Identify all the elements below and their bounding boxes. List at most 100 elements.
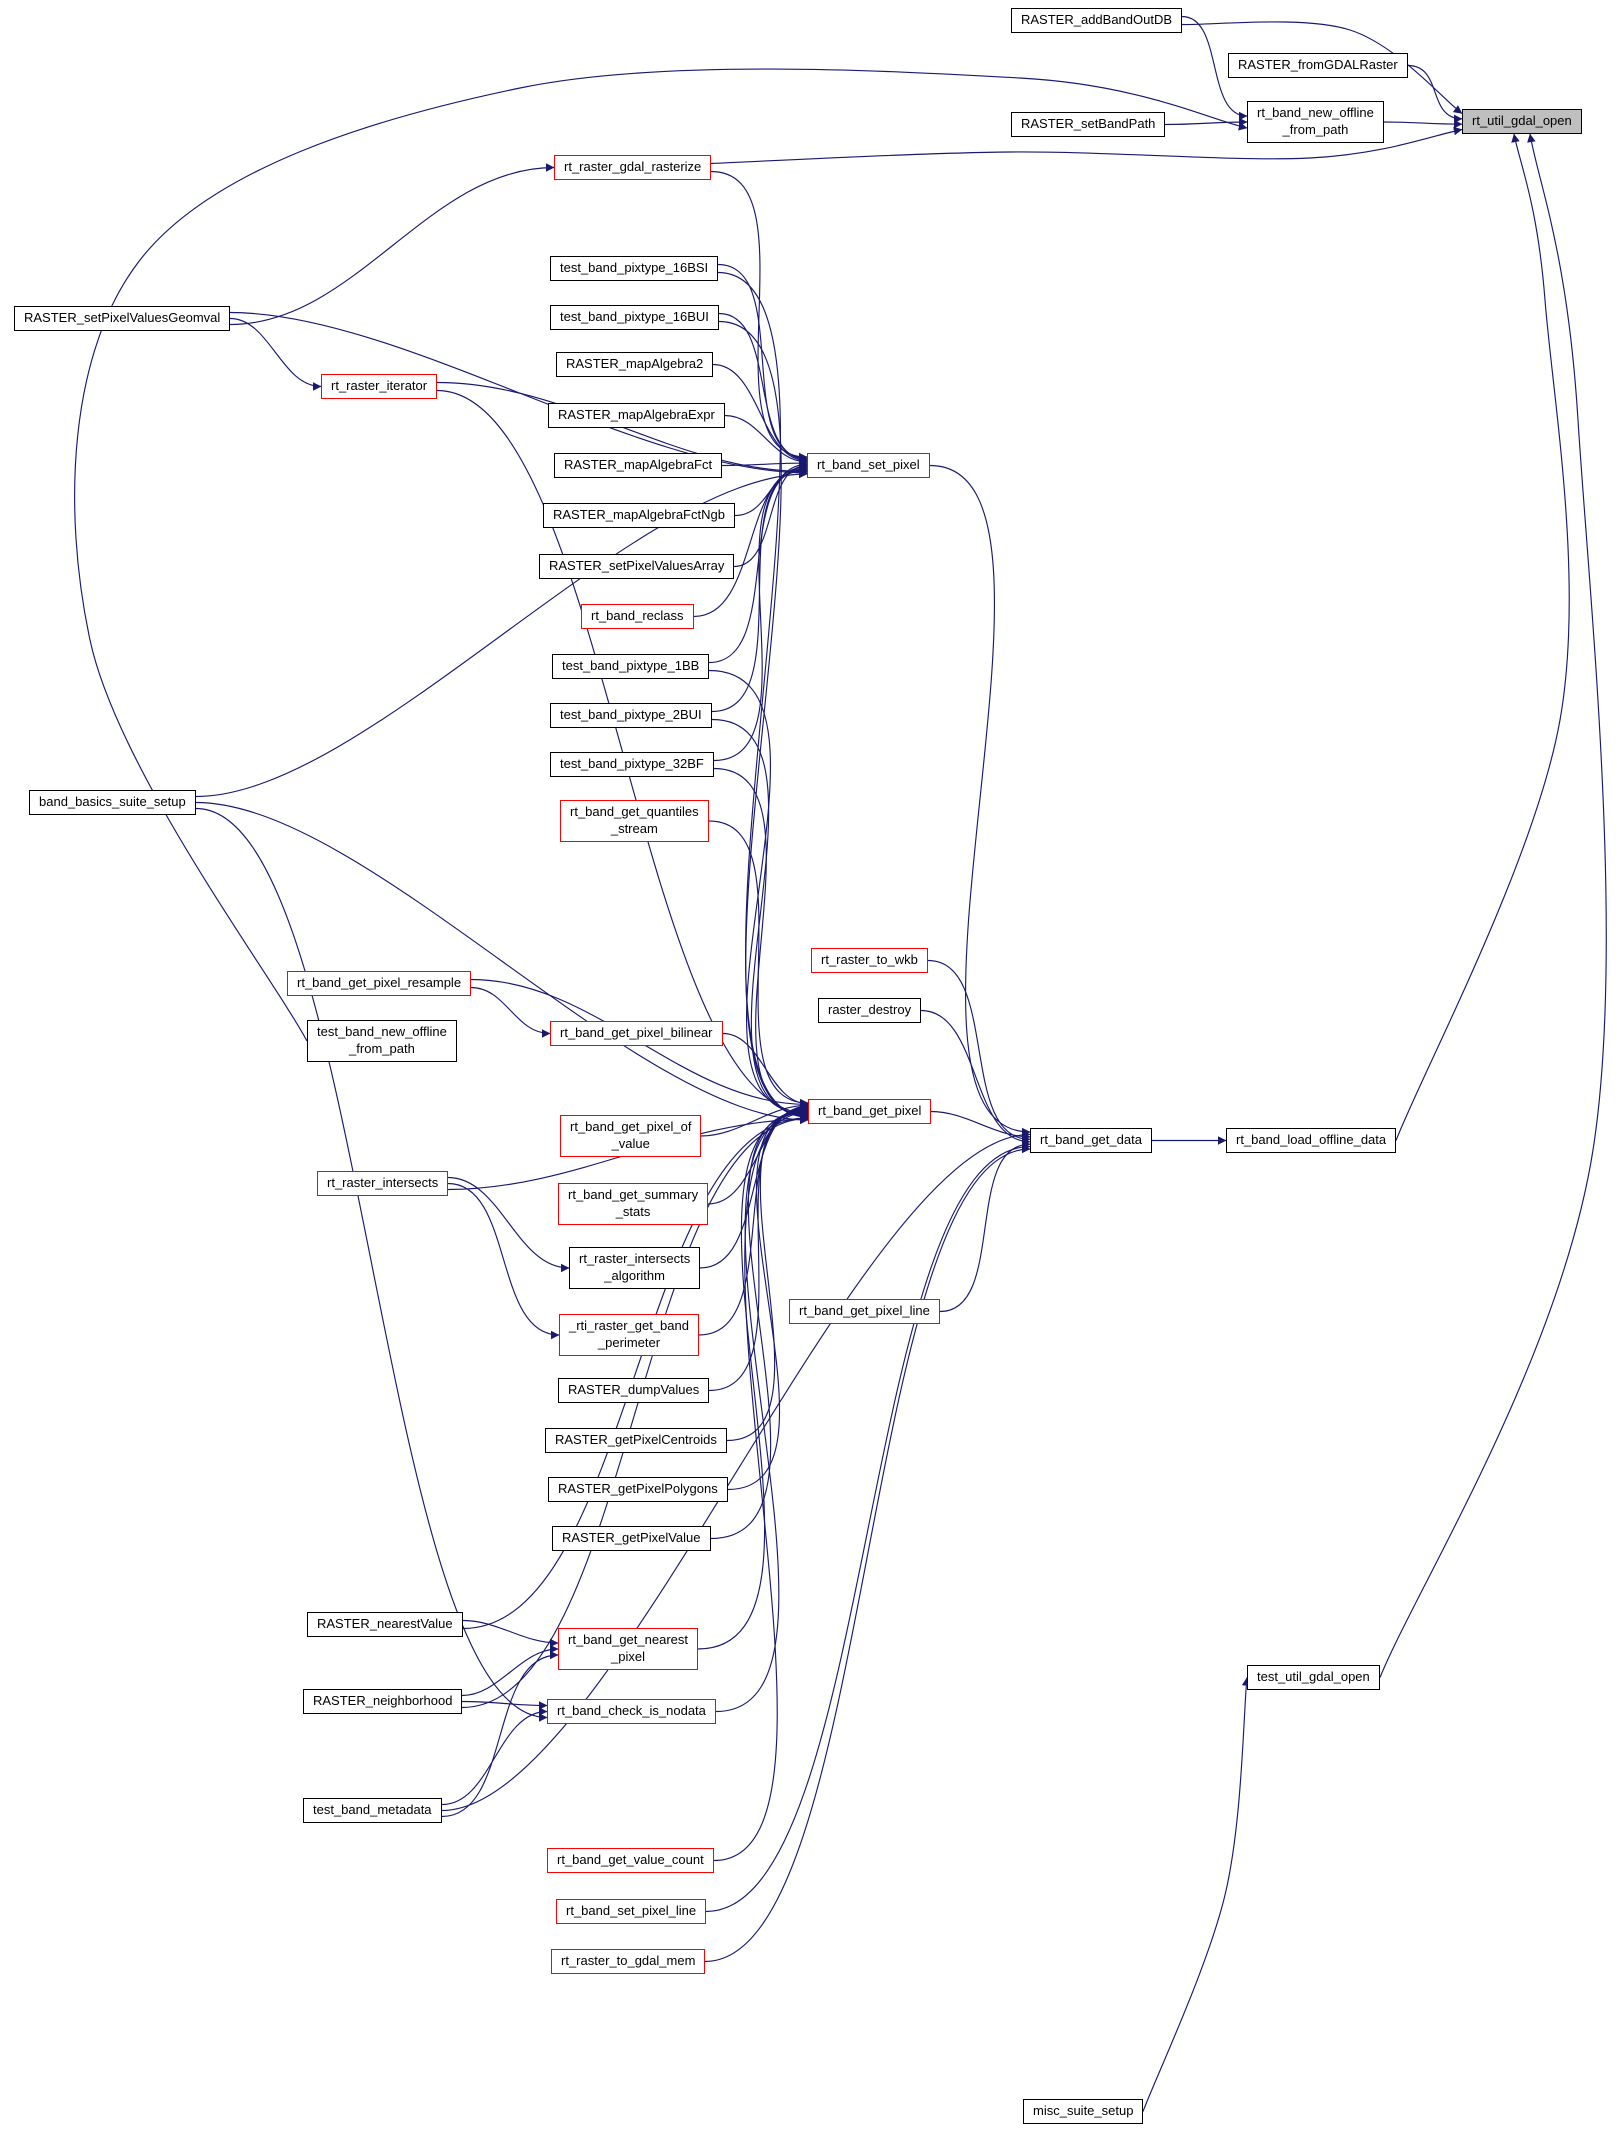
- edge-gpl-gd: [939, 1139, 1031, 1313]
- edge-t1bb-gp: [708, 669, 809, 1119]
- edge-tbm-cin: [441, 1707, 548, 1806]
- edge-lod-go: [1395, 133, 1570, 1141]
- node-gpov[interactable]: rt_band_get_pixel_of _value: [560, 1115, 702, 1157]
- edge-abo-nof: [1181, 15, 1248, 121]
- edge-t16bsi-gp: [717, 271, 809, 1121]
- node-gpp[interactable]: RASTER_getPixelPolygons: [548, 1477, 728, 1502]
- node-lod[interactable]: rt_band_load_offline_data: [1226, 1128, 1397, 1153]
- edge-t32bf-gp: [713, 767, 809, 1120]
- node-t16bsi[interactable]: test_band_pixtype_16BSI: [550, 256, 719, 281]
- edge-rast-go: [710, 126, 1463, 165]
- node-maFct[interactable]: RASTER_mapAlgebraFct: [554, 453, 723, 478]
- node-mss[interactable]: misc_suite_setup: [1023, 2099, 1144, 2124]
- edge-t16bui-sp: [718, 312, 808, 464]
- node-spva[interactable]: RASTER_setPixelValuesArray: [539, 554, 735, 579]
- node-gd[interactable]: rt_band_get_data: [1030, 1128, 1152, 1153]
- node-nbh[interactable]: RASTER_neighborhood: [303, 1689, 463, 1714]
- node-interalg[interactable]: rt_raster_intersects _algorithm: [569, 1247, 701, 1289]
- edge-t16bui-gp: [718, 320, 809, 1122]
- node-resam[interactable]: rt_band_get_pixel_resample: [287, 971, 472, 996]
- node-reclass[interactable]: rt_band_reclass: [581, 604, 694, 629]
- node-abo[interactable]: RASTER_addBandOutDB: [1011, 8, 1183, 33]
- edge-gp-gd: [930, 1110, 1031, 1142]
- edge-tbm-gd: [441, 1130, 1031, 1812]
- node-tbm[interactable]: test_band_metadata: [303, 1798, 442, 1823]
- edge-spvg-sp: [229, 311, 808, 478]
- edge-nv-gp: [462, 1113, 809, 1630]
- edge-maFct-sp: [721, 458, 808, 468]
- node-gpv[interactable]: RASTER_getPixelValue: [552, 1526, 711, 1551]
- node-cin[interactable]: rt_band_check_is_nodata: [547, 1699, 716, 1724]
- node-gvc[interactable]: rt_band_get_value_count: [547, 1848, 714, 1873]
- node-tgm[interactable]: rt_raster_to_gdal_mem: [551, 1949, 706, 1974]
- node-gpl[interactable]: rt_band_get_pixel_line: [789, 1299, 940, 1324]
- edge-tgm-gd: [704, 1144, 1031, 1963]
- edge-spl-gd: [705, 1142, 1031, 1913]
- edge-gpc-gp: [726, 1104, 809, 1442]
- node-iter[interactable]: rt_raster_iterator: [321, 374, 438, 399]
- edge-iter-gp: [436, 389, 809, 1118]
- node-nv[interactable]: RASTER_nearestValue: [307, 1612, 463, 1637]
- edge-inter-interalg: [447, 1176, 570, 1273]
- edge-bbss-gp: [195, 801, 809, 1125]
- edge-rast-sp: [710, 170, 808, 462]
- node-t16bui[interactable]: test_band_pixtype_16BUI: [550, 305, 719, 330]
- edge-nbh-cin: [461, 1700, 548, 1710]
- node-bbss[interactable]: band_basics_suite_setup: [29, 790, 196, 815]
- edge-ma2-sp: [712, 363, 808, 465]
- node-quant[interactable]: rt_band_get_quantiles _stream: [560, 800, 709, 842]
- edge-wkb-gd: [927, 959, 1031, 1144]
- edge-gvc-gp: [713, 1108, 809, 1862]
- node-t2bui[interactable]: test_band_pixtype_2BUI: [550, 703, 712, 728]
- edge-t2bui-gp: [711, 718, 809, 1120]
- node-gss[interactable]: rt_band_get_summary _stats: [558, 1183, 709, 1225]
- edge-nbh-np: [461, 1644, 559, 1697]
- node-tnof[interactable]: test_band_new_offline _from_path: [307, 1020, 457, 1062]
- edge-bbss-sp: [195, 469, 808, 798]
- node-np[interactable]: rt_band_get_nearest _pixel: [558, 1628, 698, 1670]
- node-t1bb[interactable]: test_band_pixtype_1BB: [552, 654, 710, 679]
- edge-inter-perim: [447, 1182, 560, 1340]
- node-wkb[interactable]: rt_raster_to_wkb: [811, 948, 928, 973]
- node-dump[interactable]: RASTER_dumpValues: [558, 1378, 710, 1403]
- edge-abo-go: [1181, 21, 1463, 114]
- edge-nbh-gp: [461, 1114, 809, 1709]
- node-perim[interactable]: _rti_raster_get_band _perimeter: [559, 1314, 699, 1356]
- node-bilin[interactable]: rt_band_get_pixel_bilinear: [550, 1021, 723, 1046]
- node-gpc[interactable]: RASTER_getPixelCentroids: [545, 1428, 727, 1453]
- node-spl[interactable]: rt_band_set_pixel_line: [556, 1899, 707, 1924]
- edge-sbp-nof: [1164, 117, 1248, 127]
- node-spvg[interactable]: RASTER_setPixelValuesGeomval: [14, 306, 231, 331]
- node-nof[interactable]: rt_band_new_offline _from_path: [1247, 101, 1384, 143]
- edge-bbss-cin: [195, 807, 548, 1722]
- edge-fgr-go: [1407, 64, 1463, 124]
- edge-quant-gp: [708, 820, 809, 1108]
- node-gp[interactable]: rt_band_get_pixel: [808, 1099, 932, 1124]
- edge-spvg-rast: [229, 163, 555, 326]
- edge-t16bsi-sp: [717, 263, 808, 463]
- edge-reclass-sp: [693, 462, 808, 618]
- edge-nof-go: [1383, 119, 1463, 129]
- edge-mss-tugo: [1142, 1677, 1251, 2112]
- node-rdest[interactable]: raster_destroy: [818, 998, 922, 1023]
- node-maNgb[interactable]: RASTER_mapAlgebraFctNgb: [543, 503, 735, 528]
- node-rast[interactable]: rt_raster_gdal_rasterize: [554, 155, 712, 180]
- node-t32bf[interactable]: test_band_pixtype_32BF: [550, 752, 714, 777]
- node-tugo[interactable]: test_util_gdal_open: [1247, 1665, 1380, 1690]
- edge-spva-sp: [733, 461, 808, 568]
- edge-np-gp: [697, 1106, 809, 1650]
- edge-bilin-gp: [722, 1032, 809, 1109]
- node-sbp[interactable]: RASTER_setBandPath: [1011, 112, 1166, 137]
- edge-tbm-np: [441, 1650, 559, 1818]
- node-go: rt_util_gdal_open: [1462, 109, 1582, 134]
- node-sp[interactable]: rt_band_set_pixel: [807, 453, 930, 478]
- node-inter[interactable]: rt_raster_intersects: [317, 1171, 449, 1196]
- node-fgr[interactable]: RASTER_fromGDALRaster: [1228, 53, 1408, 78]
- node-ma2[interactable]: RASTER_mapAlgebra2: [556, 352, 714, 377]
- node-maExpr[interactable]: RASTER_mapAlgebraExpr: [548, 403, 725, 428]
- edge-resam-bilin: [470, 986, 551, 1038]
- edge-tnof-nof: [74, 68, 1248, 1042]
- edge-gpov-gp: [700, 1100, 809, 1137]
